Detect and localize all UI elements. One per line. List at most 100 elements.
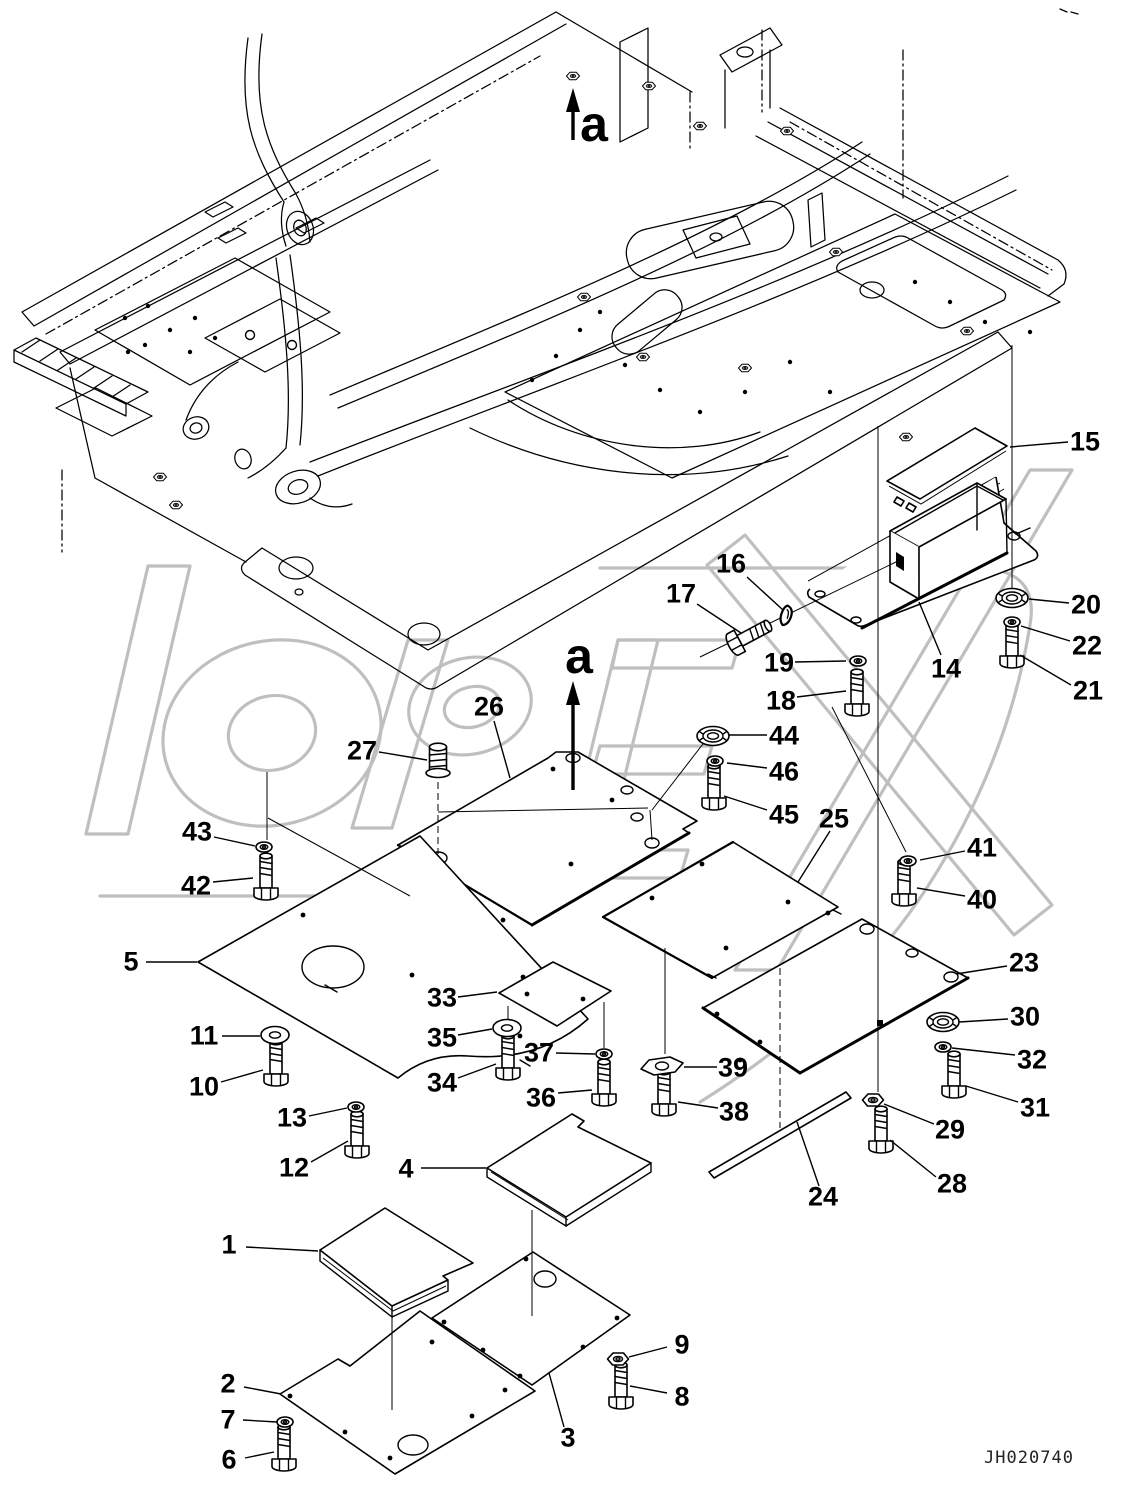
- plate-33: [498, 961, 612, 1027]
- leader-line-22: [1020, 625, 1071, 642]
- part-18-bolt: [844, 668, 870, 717]
- callout-25: 25: [797, 804, 849, 883]
- callout-number-44: 44: [769, 721, 799, 751]
- callout-14: 14: [918, 601, 961, 684]
- callout-number-10: 10: [189, 1072, 219, 1102]
- leader-line-18: [796, 690, 847, 698]
- part-35-flat-washer: [492, 1018, 522, 1038]
- callout-4: 4: [398, 1154, 486, 1184]
- callout-number-32: 32: [1017, 1045, 1047, 1075]
- leader-line-42: [212, 877, 254, 883]
- part-20-grommet: [995, 587, 1029, 609]
- part-11-flat-washer: [260, 1025, 290, 1045]
- part-8-bolt: [608, 1361, 634, 1410]
- leader-line-33: [457, 991, 498, 998]
- callout-10: 10: [189, 1069, 264, 1102]
- part-39-hex-washer: [640, 1056, 684, 1076]
- plate-3: [431, 1251, 631, 1386]
- leader-line-24: [796, 1121, 820, 1187]
- callout-number-26: 26: [474, 692, 504, 722]
- callout-16: 16: [716, 549, 784, 611]
- plate-1: [319, 1207, 474, 1319]
- callout-20: 20: [1028, 590, 1101, 620]
- leader-line-19: [794, 660, 847, 663]
- callout-22: 22: [1020, 625, 1102, 661]
- callout-44: 44: [729, 721, 799, 751]
- part-14-box: [806, 476, 1039, 630]
- leader-line-16: [746, 576, 784, 611]
- section-arrow-icon: [566, 681, 580, 705]
- leader-line-20: [1028, 598, 1070, 604]
- leader-line-30: [958, 1018, 1009, 1023]
- part-43-washer: [255, 841, 273, 853]
- callout-19: 19: [764, 648, 847, 678]
- callout-34: 34: [427, 1063, 497, 1098]
- part-42-bolt: [253, 852, 279, 901]
- callout-38: 38: [677, 1097, 749, 1127]
- callout-13: 13: [277, 1103, 348, 1133]
- callout-number-16: 16: [716, 549, 746, 579]
- callout-32: 32: [951, 1045, 1047, 1075]
- callout-18: 18: [766, 686, 847, 716]
- callout-5: 5: [123, 947, 197, 977]
- strip-24: [708, 1091, 852, 1179]
- leader-line-40: [916, 887, 966, 897]
- callout-number-15: 15: [1070, 427, 1100, 457]
- callout-number-24: 24: [808, 1182, 838, 1212]
- part-15-lid: [886, 427, 1008, 513]
- plate-5: [197, 835, 589, 1079]
- callout-45: 45: [723, 795, 799, 830]
- callout-number-20: 20: [1071, 590, 1101, 620]
- alignment-lines: [266, 345, 1013, 1410]
- section-label: a: [565, 628, 594, 684]
- leader-line-32: [951, 1047, 1016, 1056]
- callout-2: 2: [220, 1369, 282, 1399]
- callout-number-18: 18: [766, 686, 796, 716]
- callout-40: 40: [916, 885, 997, 915]
- callout-number-30: 30: [1010, 1002, 1040, 1032]
- callout-number-4: 4: [398, 1154, 413, 1184]
- plate-25: [601, 840, 842, 980]
- leader-line-23: [955, 965, 1008, 975]
- callout-28: 28: [889, 1139, 967, 1199]
- leader-line-25: [797, 830, 831, 883]
- leader-line-2: [243, 1386, 282, 1395]
- callout-29: 29: [883, 1103, 965, 1145]
- leader-line-46: [726, 762, 768, 769]
- part-37-washer: [595, 1048, 613, 1060]
- callout-number-11: 11: [190, 1021, 219, 1051]
- leader-line-34: [457, 1063, 497, 1079]
- callout-39: 39: [684, 1053, 748, 1083]
- callout-30: 30: [958, 1002, 1040, 1032]
- callout-number-2: 2: [220, 1369, 235, 1399]
- callout-42: 42: [181, 871, 254, 901]
- callout-number-5: 5: [123, 947, 138, 977]
- callout-8: 8: [629, 1382, 690, 1412]
- callout-35: 35: [427, 1023, 493, 1053]
- callout-27: 27: [347, 736, 428, 766]
- callout-number-38: 38: [719, 1097, 749, 1127]
- drawing-number: JH020740: [984, 1448, 1074, 1468]
- part-21-bolt: [999, 620, 1025, 669]
- part-6-bolt: [271, 1423, 297, 1472]
- callout-6: 6: [221, 1445, 275, 1475]
- leader-line-15: [1009, 441, 1069, 448]
- section-arrow-icon: [566, 88, 580, 112]
- part-38-bolt: [651, 1068, 677, 1117]
- leader-line-1: [245, 1246, 319, 1252]
- callout-17: 17: [666, 579, 742, 634]
- callout-15: 15: [1009, 427, 1100, 457]
- leader-line-27: [378, 751, 428, 761]
- callout-number-43: 43: [182, 817, 212, 847]
- exploded-parts: [197, 427, 1039, 1475]
- part-28-bolt: [868, 1105, 894, 1154]
- callout-number-22: 22: [1072, 631, 1102, 661]
- leader-line-10: [220, 1069, 264, 1083]
- frame-bolt-dots: [122, 279, 1033, 415]
- leader-line-29: [883, 1103, 935, 1125]
- leader-line-31: [965, 1085, 1019, 1103]
- callout-number-37: 37: [524, 1038, 554, 1068]
- callout-number-23: 23: [1009, 948, 1039, 978]
